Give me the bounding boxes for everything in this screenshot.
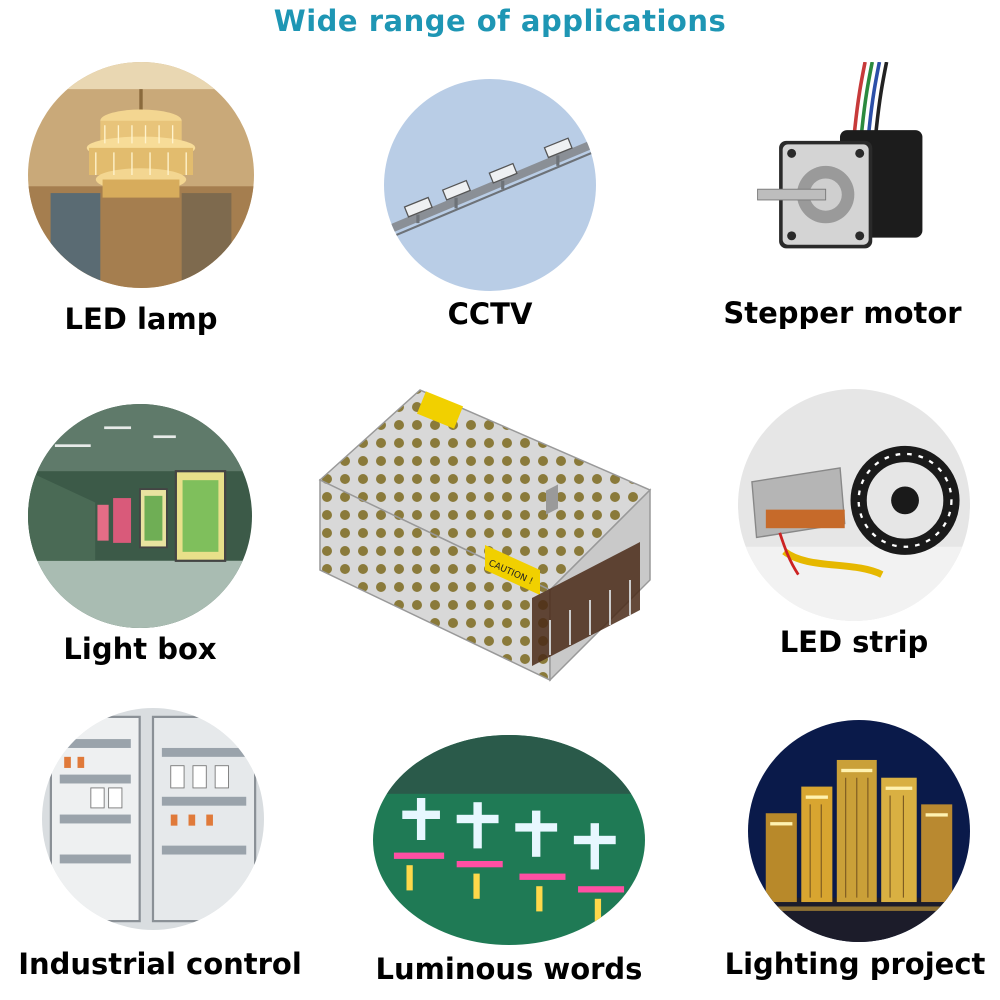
power-supply-image: CAUTION ! <box>300 380 680 710</box>
application-label: Stepper motor <box>723 296 962 330</box>
chandelier-icon <box>28 62 254 288</box>
luminous-sign-icon <box>373 735 645 945</box>
cctv-image <box>384 79 596 291</box>
control-cabinet-icon <box>42 708 264 930</box>
switching-power-supply-icon: CAUTION ! <box>318 389 652 682</box>
light-box-image <box>28 404 252 628</box>
application-label: Industrial control <box>18 947 302 981</box>
led-strip-icon <box>738 389 970 621</box>
page-title: Wide range of applications <box>273 4 727 38</box>
industrial-control-image <box>42 708 264 930</box>
application-label: Luminous words <box>375 952 643 986</box>
application-label: LED lamp <box>64 302 218 336</box>
stepper-motor-image <box>750 61 930 277</box>
application-label: Lighting project <box>724 947 986 981</box>
stepper-motor-icon <box>757 61 923 249</box>
luminous-words-image <box>373 735 645 945</box>
lighting-project-image <box>748 720 970 942</box>
application-label: Light box <box>63 632 217 666</box>
cctv-camera-icon <box>384 79 596 291</box>
application-label: LED strip <box>779 625 929 659</box>
light-box-icon <box>28 404 252 628</box>
led-strip-image <box>738 389 970 621</box>
lit-buildings-icon <box>748 720 970 942</box>
application-label: CCTV <box>447 297 533 331</box>
led-lamp-image <box>28 62 254 288</box>
